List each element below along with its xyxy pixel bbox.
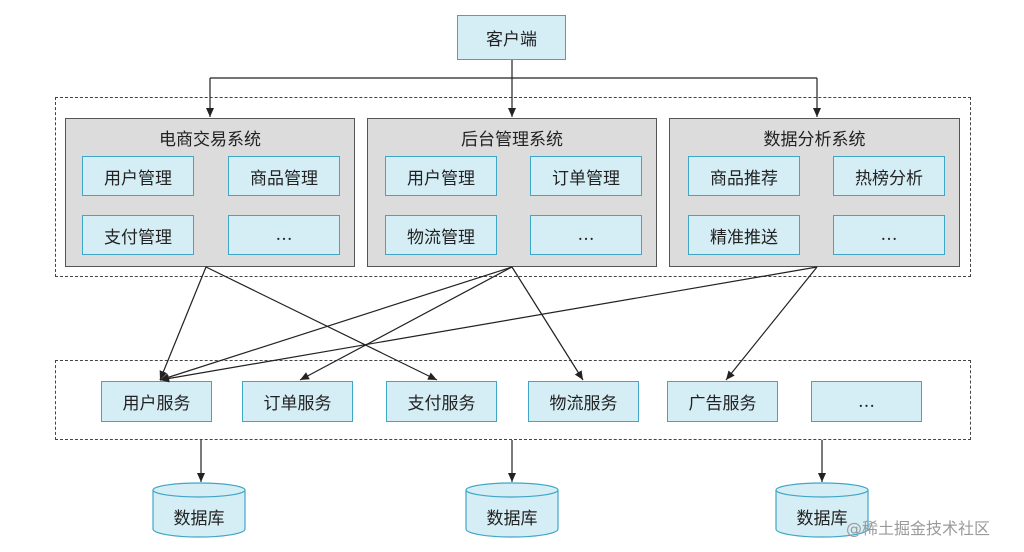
- module-box: 商品推荐: [688, 156, 800, 196]
- module-box: 用户管理: [385, 156, 497, 196]
- client-node: 客户端: [457, 15, 566, 60]
- database-cylinder: 数据库: [775, 482, 869, 538]
- database-icon: [775, 482, 869, 538]
- system-panel-analytics: 数据分析系统 商品推荐 热榜分析 精准推送 …: [669, 118, 960, 267]
- system-title: 电商交易系统: [159, 130, 261, 150]
- database-cylinder: 数据库: [152, 482, 246, 538]
- module-box: …: [530, 215, 642, 255]
- service-box: 物流服务: [528, 381, 639, 422]
- system-title: 后台管理系统: [461, 130, 563, 150]
- watermark: @稀土掘金技术社区: [846, 519, 991, 538]
- module-box: 精准推送: [688, 215, 800, 255]
- database-label: 数据库: [486, 509, 538, 529]
- module-box: 用户管理: [82, 156, 194, 196]
- database-label: 数据库: [173, 509, 225, 529]
- service-box: 支付服务: [386, 381, 497, 422]
- database-icon: [152, 482, 246, 538]
- services-container: [55, 360, 971, 440]
- database-icon: [465, 482, 559, 538]
- module-box: …: [833, 215, 945, 255]
- module-box: 订单管理: [530, 156, 642, 196]
- system-title: 数据分析系统: [763, 130, 866, 150]
- service-box: 用户服务: [101, 381, 212, 422]
- systems-container: [55, 97, 971, 277]
- system-panel-admin: 后台管理系统 用户管理 订单管理 物流管理 …: [367, 118, 657, 267]
- system-panel-ecommerce: 电商交易系统 用户管理 商品管理 支付管理 …: [65, 118, 355, 267]
- module-box: …: [228, 215, 340, 255]
- module-box: 商品管理: [228, 156, 340, 196]
- service-box: 订单服务: [242, 381, 353, 422]
- database-label: 数据库: [796, 509, 848, 529]
- module-box: 热榜分析: [833, 156, 945, 196]
- service-box: …: [811, 381, 922, 422]
- database-cylinder: 数据库: [465, 482, 559, 538]
- service-box: 广告服务: [667, 381, 778, 422]
- module-box: 物流管理: [385, 215, 497, 255]
- module-box: 支付管理: [82, 215, 194, 255]
